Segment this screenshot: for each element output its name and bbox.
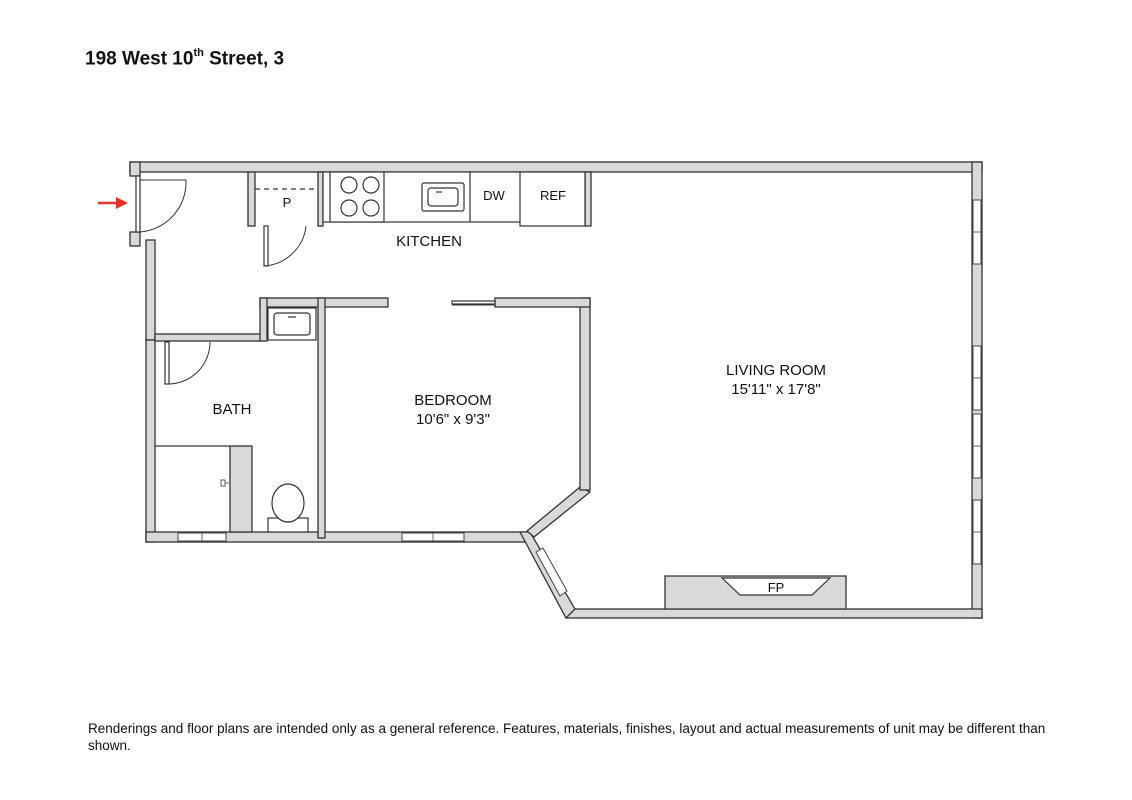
entry-wall-lower: [129, 231, 141, 247]
bedroom-sliding-door: [451, 300, 496, 305]
pantry-right-wall: [317, 171, 324, 227]
pantry-door-swing: [263, 225, 307, 267]
title-rest: Street, 3: [203, 48, 285, 70]
bath-door-swing: [168, 341, 211, 385]
pantry-label: P: [283, 195, 292, 210]
shower-partition: [229, 445, 253, 533]
bottom-wall-living: [565, 608, 983, 619]
dishwasher-label: DW: [483, 188, 505, 203]
walls: [129, 161, 983, 620]
living-room-dimensions: 15'11" x 17'8": [731, 381, 821, 398]
fireplace-opening: [720, 577, 832, 596]
shower-valve: [220, 479, 229, 487]
refrigerator-label: REF: [540, 188, 566, 203]
bedroom-left-wall: [317, 297, 326, 539]
title-superscript: th: [193, 47, 204, 59]
bath-label: BATH: [213, 401, 252, 418]
bath-top-wall-vert: [259, 297, 268, 342]
entry-door-leaf: [135, 175, 141, 233]
refrigerator-box: [519, 171, 586, 227]
bath-sink: [267, 307, 317, 341]
left-wall-upper: [145, 239, 156, 341]
fireplace-label: FP: [768, 580, 785, 595]
doors: [135, 175, 496, 385]
window-bay: [535, 547, 568, 597]
toilet: [267, 483, 309, 533]
bath-top-wall: [154, 333, 266, 342]
stove-burners: [340, 176, 380, 217]
kitchen-label: KITCHEN: [396, 233, 462, 250]
pantry-door-leaf: [263, 225, 269, 267]
living-room-label: LIVING ROOM: [726, 362, 826, 379]
kitchen-end-wall: [584, 171, 592, 227]
burner-4: [362, 199, 380, 217]
bedroom-angle-wall: [525, 486, 592, 538]
kitchen-sink: [421, 182, 465, 212]
pantry-left-wall: [247, 171, 256, 227]
bedroom-label: BEDROOM: [414, 392, 492, 409]
left-wall-lower: [145, 339, 156, 543]
entry-wall-upper: [129, 161, 141, 177]
bath-door-leaf: [164, 341, 170, 385]
floor-plan-title: 198 West 10th Street, 3: [85, 47, 285, 70]
disclaimer-text: Renderings and floor plans are intended …: [88, 721, 1046, 753]
bedroom-dimensions: 10'6" x 9'3": [416, 411, 490, 428]
title-address: 198 West 10: [85, 48, 194, 70]
bay-wall: [518, 531, 576, 620]
bedroom-top-wall-right: [494, 297, 591, 308]
burner-3: [340, 199, 358, 217]
entry-arrow-icon: [98, 197, 128, 209]
burner-1: [340, 176, 358, 194]
bedroom-right-wall: [579, 297, 591, 491]
burner-2: [362, 176, 380, 194]
entry-door-swing: [139, 179, 187, 233]
stove: [329, 171, 385, 223]
top-wall: [129, 161, 983, 173]
